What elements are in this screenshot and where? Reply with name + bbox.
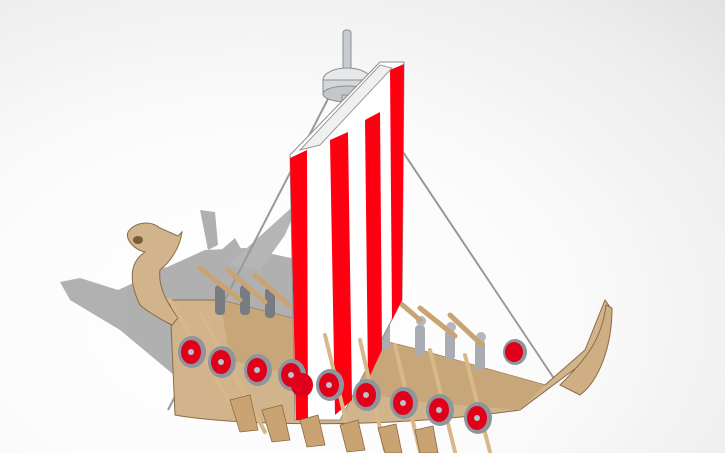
shield (426, 394, 454, 426)
shield (390, 387, 418, 419)
shield (503, 339, 527, 365)
shield (178, 336, 206, 368)
shield (208, 346, 236, 378)
shield (316, 369, 344, 401)
shield (464, 402, 492, 434)
shield (353, 379, 381, 411)
shield (244, 354, 272, 386)
shield (291, 373, 313, 397)
shadow-mast-light (228, 200, 300, 270)
sail (289, 61, 405, 421)
shields (178, 336, 527, 434)
